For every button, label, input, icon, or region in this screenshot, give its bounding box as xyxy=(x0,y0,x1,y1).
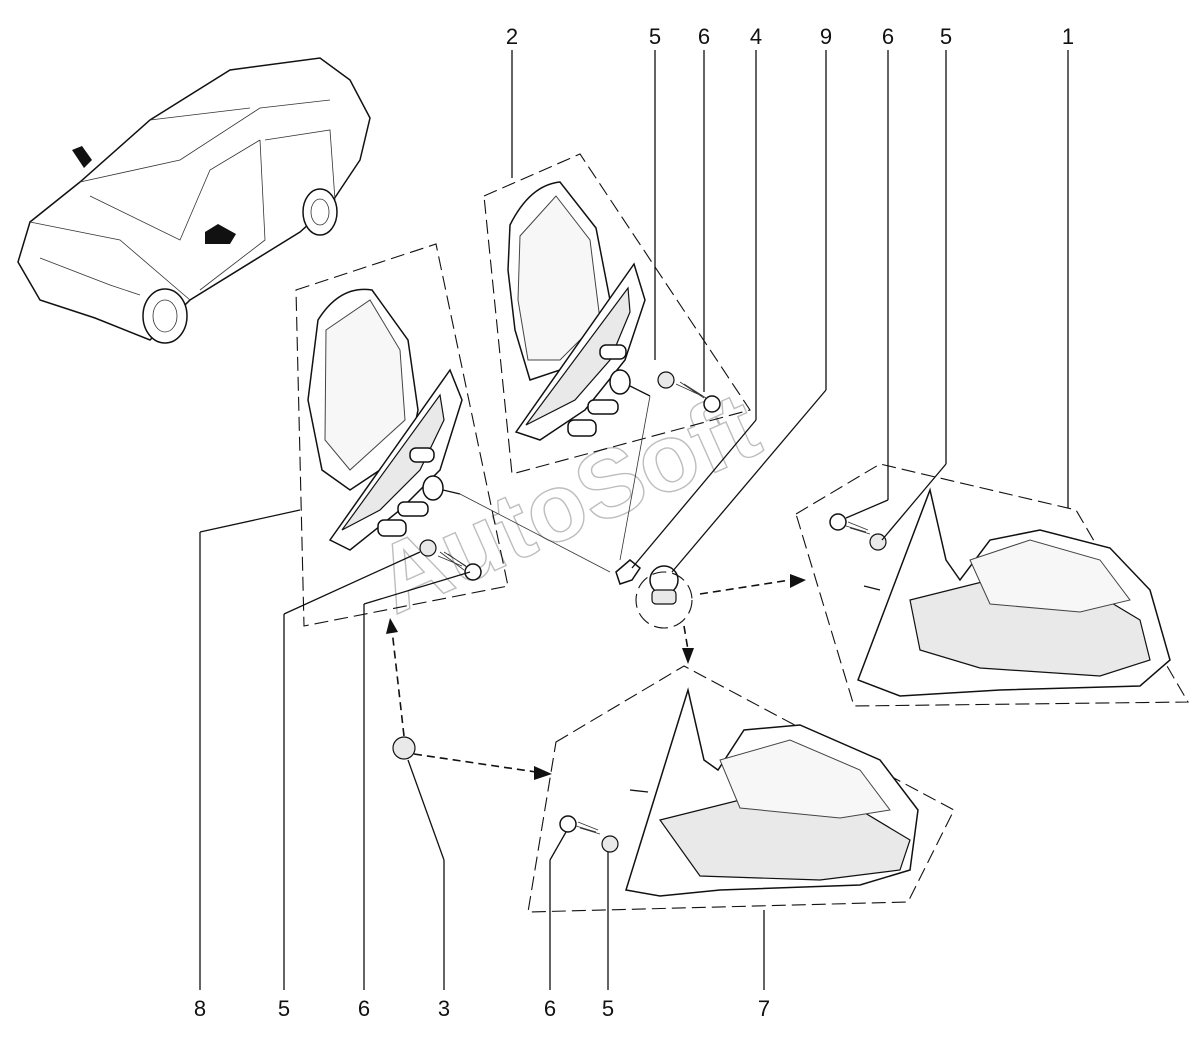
part-9-pivot xyxy=(635,565,693,629)
callout-6: 6 xyxy=(698,24,710,49)
callout-3: 3 xyxy=(438,996,450,1021)
callout-1: 1 xyxy=(1062,24,1074,49)
assembly-8-mirror-left xyxy=(295,243,509,627)
part-3-plug xyxy=(392,736,416,760)
callout-7: 7 xyxy=(758,996,770,1021)
callout-9: 9 xyxy=(820,24,832,49)
assembly-arrows xyxy=(386,395,806,780)
assembly-2-mirror-center xyxy=(483,153,751,475)
callout-6: 6 xyxy=(358,996,370,1021)
callout-6: 6 xyxy=(882,24,894,49)
callout-4: 4 xyxy=(750,24,762,49)
leader-lines xyxy=(199,50,1069,990)
callout-5: 5 xyxy=(649,24,661,49)
callout-labels-bottom: 8 5 6 3 6 5 7 xyxy=(194,996,770,1021)
assembly-1-mirror-right xyxy=(795,463,1189,707)
callout-labels-top: 2 5 6 4 9 6 5 1 xyxy=(506,24,1074,49)
callout-8: 8 xyxy=(194,996,206,1021)
callout-2: 2 xyxy=(506,24,518,49)
callout-5: 5 xyxy=(278,996,290,1021)
callout-5: 5 xyxy=(940,24,952,49)
assembly-7-mirror-bottom xyxy=(527,665,955,913)
callout-6: 6 xyxy=(544,996,556,1021)
car-location-illustration xyxy=(17,57,371,344)
callout-5: 5 xyxy=(602,996,614,1021)
